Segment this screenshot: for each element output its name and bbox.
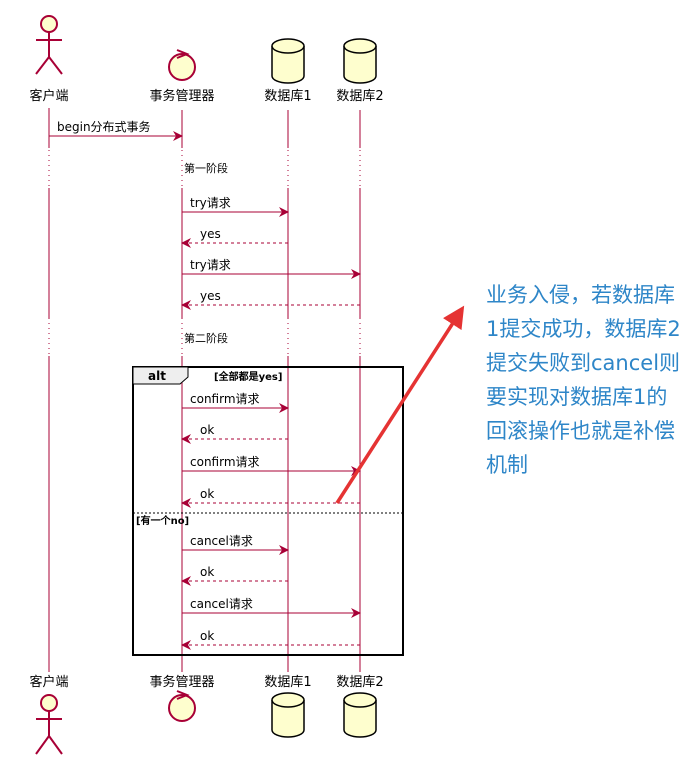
- messages: begin分布式事务 try请求 yes try请求 yes confirm请求…: [49, 119, 361, 650]
- participant-name: 事务管理器: [149, 674, 214, 690]
- message-cancel-db1: cancel请求: [182, 534, 289, 555]
- participant-name: 事务管理器: [149, 88, 214, 104]
- participant-database1-top: 数据库1: [264, 38, 312, 104]
- participant-database2-top: 数据库2: [336, 38, 384, 104]
- participant-client-bottom: 客户端: [29, 674, 69, 755]
- phase-divider-2: 第二阶段: [184, 331, 228, 345]
- alt-frame-title: alt: [148, 369, 166, 383]
- participant-transaction-manager-top: 事务管理器: [149, 49, 215, 104]
- message-ok-db2-confirm: ok: [181, 487, 360, 508]
- database-icon: [343, 38, 377, 84]
- svg-text:begin分布式事务: begin分布式事务: [57, 119, 151, 134]
- participant-name: 数据库2: [336, 88, 383, 104]
- message-ok-db1-confirm: ok: [181, 423, 288, 444]
- message-confirm-db1: confirm请求: [182, 392, 289, 413]
- svg-text:yes: yes: [200, 289, 221, 303]
- database-icon: [271, 38, 305, 84]
- actor-icon: [35, 15, 63, 75]
- participant-client-top: 客户端: [29, 15, 69, 104]
- alt-guard-main: [全部都是yes]: [214, 370, 282, 383]
- svg-text:confirm请求: confirm请求: [190, 392, 260, 406]
- database-icon: [271, 692, 305, 738]
- message-ok-db1-cancel: ok: [181, 565, 288, 586]
- message-begin: begin分布式事务: [49, 119, 183, 141]
- svg-text:yes: yes: [200, 227, 221, 241]
- message-cancel-db2: cancel请求: [182, 597, 361, 618]
- alt-frame: alt [全部都是yes] [有一个no]: [132, 366, 404, 656]
- message-confirm-db2: confirm请求: [182, 455, 361, 476]
- participant-database1-bottom: 数据库1: [264, 674, 312, 738]
- message-yes-db1: yes: [181, 227, 288, 248]
- svg-text:ok: ok: [200, 423, 214, 437]
- svg-text:ok: ok: [200, 629, 214, 643]
- participant-name: 数据库1: [264, 674, 311, 690]
- lifelines: [48, 108, 361, 672]
- phase-divider-1: 第一阶段: [184, 161, 228, 175]
- alt-guard-else: [有一个no]: [136, 514, 189, 527]
- annotation-note: 业务入侵，若数据库1提交成功，数据库2提交失败到cancel则要实现对数据库1的…: [486, 283, 681, 477]
- message-try-db1: try请求: [182, 196, 289, 217]
- svg-text:cancel请求: cancel请求: [190, 597, 253, 611]
- participant-transaction-manager-bottom: 事务管理器: [149, 674, 215, 722]
- participant-name: 客户端: [29, 88, 68, 104]
- annotation-arrow: [335, 305, 465, 504]
- database-icon: [343, 692, 377, 738]
- participant-name: 数据库2: [336, 674, 383, 690]
- message-ok-db2-cancel: ok: [181, 629, 360, 650]
- message-yes-db2: yes: [181, 289, 360, 310]
- svg-text:try请求: try请求: [190, 196, 231, 210]
- actor-icon: [35, 694, 63, 755]
- svg-text:ok: ok: [200, 487, 214, 501]
- control-icon: [168, 49, 196, 81]
- participant-name: 数据库1: [264, 88, 311, 104]
- svg-text:ok: ok: [200, 565, 214, 579]
- control-icon: [168, 690, 196, 722]
- participant-database2-bottom: 数据库2: [336, 674, 384, 738]
- message-try-db2: try请求: [182, 258, 361, 279]
- participant-name: 客户端: [29, 674, 68, 690]
- svg-text:confirm请求: confirm请求: [190, 455, 260, 469]
- svg-text:try请求: try请求: [190, 258, 231, 272]
- svg-text:cancel请求: cancel请求: [190, 534, 253, 548]
